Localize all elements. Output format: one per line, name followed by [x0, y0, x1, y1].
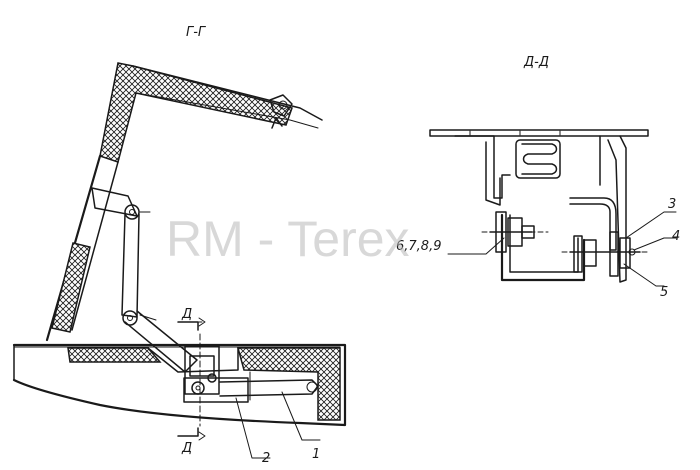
bolt-assembly-left	[481, 211, 549, 253]
floor-insulation-left	[67, 347, 162, 363]
top-hinge	[269, 94, 293, 129]
callout-5: 5	[660, 285, 668, 300]
latch-rod	[219, 379, 319, 397]
section-d-view	[429, 129, 677, 287]
callout-2: 2	[262, 451, 270, 466]
hook	[569, 197, 617, 251]
pivot-upper	[124, 204, 140, 220]
watermark: RM - Terex	[166, 211, 410, 267]
latch-bracket	[183, 345, 249, 403]
box-right-wall	[599, 135, 627, 283]
left-wall-inner	[71, 161, 119, 331]
leader-6-9	[447, 237, 505, 255]
callout-6-9: 6,7,8,9	[396, 239, 441, 254]
section-title-g: Г-Г	[186, 25, 207, 40]
strut	[121, 213, 140, 318]
leader-2	[235, 397, 271, 459]
leader-4	[633, 237, 677, 251]
callout-1: 1	[312, 447, 320, 462]
floor-insulation-right	[237, 347, 341, 421]
cut-line-top	[177, 321, 199, 331]
section-g-view	[12, 62, 347, 459]
support-arm	[91, 187, 138, 217]
cut-label-top: Д	[181, 307, 192, 322]
leader-5	[623, 263, 665, 287]
top-plate	[429, 129, 649, 137]
bolt-assembly-right	[561, 231, 649, 277]
u-channel	[500, 213, 586, 282]
leader-1	[281, 391, 321, 441]
lid-edge	[132, 65, 323, 121]
wall-insulation	[51, 242, 91, 333]
section-title-d: Д-Д	[523, 55, 549, 70]
pivot-lower	[122, 310, 138, 326]
lid-panel	[99, 62, 293, 163]
cut-label-bottom: Д	[181, 441, 192, 456]
lid-inner-edge	[135, 92, 319, 129]
leader-3	[625, 211, 677, 239]
spring	[521, 143, 558, 175]
floor-body-outline	[12, 343, 347, 427]
left-channel	[454, 135, 511, 199]
cut-line-bottom	[177, 427, 199, 437]
callout-4: 4	[672, 229, 680, 244]
callout-3: 3	[668, 197, 676, 212]
